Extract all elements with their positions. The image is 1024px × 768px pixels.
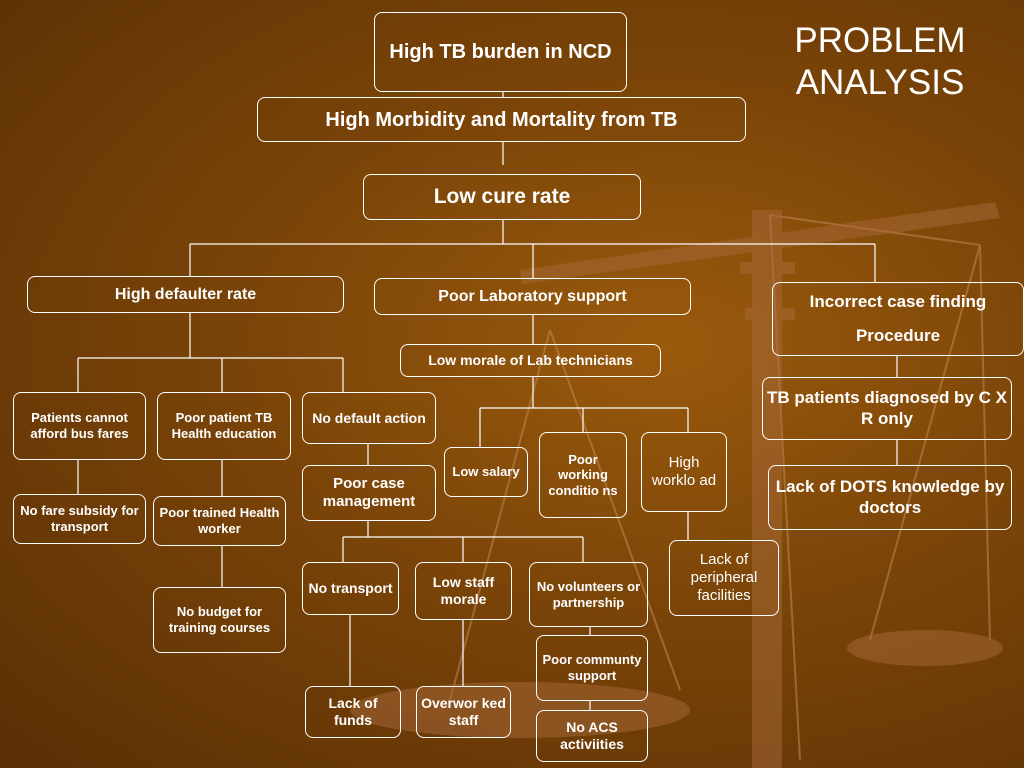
node-low-staff-morale: Low staff morale: [415, 562, 512, 620]
node-no-fare-subsidy: No fare subsidy for transport: [13, 494, 146, 544]
node-poor-working-conditions: Poor working conditio ns: [539, 432, 627, 518]
node-no-volunteers-partnership: No volunteers or partnership: [529, 562, 648, 627]
node-label: Poor case management: [322, 475, 416, 510]
node-low-cure-rate: Low cure rate: [363, 174, 641, 220]
node-tb-diagnosed-cxr-only: TB patients diagnosed by C X R only: [762, 377, 1012, 440]
node-overworked-staff: Overwor ked staff: [416, 686, 511, 738]
node-incorrect-case-finding: Incorrect case finding Procedure: [772, 282, 1024, 356]
node-no-budget-training: No budget for training courses: [153, 587, 286, 653]
node-label: High defaulter rate: [114, 285, 257, 303]
node-poor-community-support: Poor communty support: [536, 635, 648, 701]
node-label: TB patients diagnosed by C X R only: [767, 388, 1007, 428]
node-label: Poor working conditio ns: [548, 451, 618, 498]
node-label: No volunteers or partnership: [536, 578, 641, 610]
node-label: Poor communty support: [542, 652, 642, 683]
node-label: High TB burden in NCD: [389, 41, 612, 63]
node-label: No transport: [308, 580, 393, 597]
node-label: Overwor ked staff: [421, 695, 506, 728]
node-label: Low morale of Lab technicians: [428, 352, 633, 369]
node-lack-peripheral-facilities: Lack of peripheral facilities: [669, 540, 779, 616]
node-high-morbidity-mortality: High Morbidity and Mortality from TB: [257, 97, 746, 142]
node-label: Low cure rate: [433, 185, 571, 209]
node-label: High worklo ad: [651, 454, 717, 489]
node-no-transport: No transport: [302, 562, 399, 615]
node-label-line-1: Incorrect case finding: [809, 291, 987, 311]
node-label: No budget for training courses: [168, 604, 271, 635]
node-label: No default action: [312, 409, 426, 426]
node-high-workload: High worklo ad: [641, 432, 727, 512]
node-poor-patient-tb-education: Poor patient TB Health education: [157, 392, 291, 460]
node-label: Poor patient TB Health education: [171, 410, 277, 441]
node-poor-trained-health-worker: Poor trained Health worker: [153, 496, 286, 546]
node-lack-of-funds: Lack of funds: [305, 686, 401, 738]
page-title: PROBLEM ANALYSIS: [794, 21, 966, 102]
node-high-defaulter-rate: High defaulter rate: [27, 276, 344, 313]
node-label: Lack of peripheral facilities: [690, 551, 758, 604]
node-patients-cannot-afford-fares: Patients cannot afford bus fares: [13, 392, 146, 460]
node-label: Lack of funds: [328, 695, 378, 728]
node-label: Poor Laboratory support: [438, 287, 627, 305]
node-label: High Morbidity and Mortality from TB: [325, 108, 678, 131]
node-lack-dots-knowledge: Lack of DOTS knowledge by doctors: [768, 465, 1012, 530]
node-label-line-2: Procedure: [855, 325, 941, 345]
node-poor-laboratory-support: Poor Laboratory support: [374, 278, 691, 315]
node-label: Lack of DOTS knowledge by doctors: [775, 477, 1005, 517]
node-no-default-action: No default action: [302, 392, 436, 444]
node-no-acs-activities: No ACS activiities: [536, 710, 648, 762]
node-low-salary: Low salary: [444, 447, 528, 497]
node-label: Low staff morale: [432, 574, 495, 607]
node-label: Patients cannot afford bus fares: [30, 410, 129, 441]
node-high-tb-burden: High TB burden in NCD: [374, 12, 627, 92]
node-label: No fare subsidy for transport: [20, 503, 139, 534]
node-label: Poor trained Health worker: [159, 505, 280, 536]
node-poor-case-management: Poor case management: [302, 465, 436, 521]
node-low-morale-lab-technicians: Low morale of Lab technicians: [400, 344, 661, 377]
node-label: Low salary: [452, 464, 520, 480]
node-label: No ACS activiities: [560, 719, 624, 752]
